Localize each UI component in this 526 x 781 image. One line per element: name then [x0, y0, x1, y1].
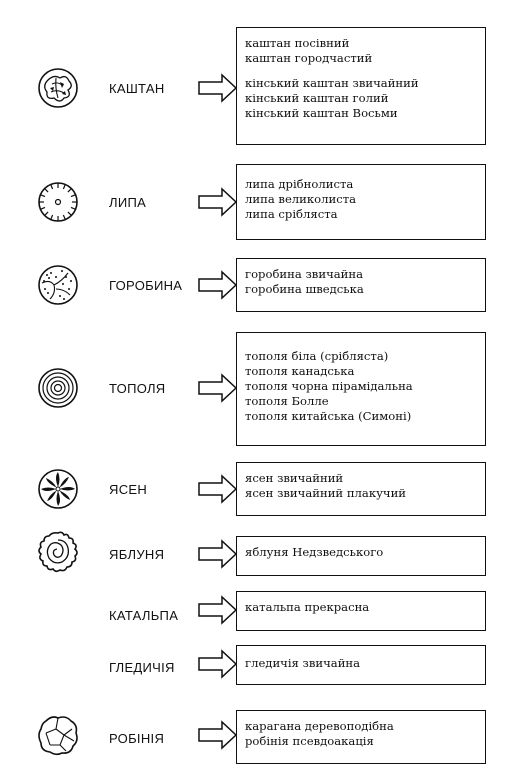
chestnut-crown-icon [36, 66, 80, 110]
ash-crown-icon [36, 467, 80, 511]
rowan-crown-icon [36, 263, 80, 307]
arrow-icon [198, 73, 238, 103]
species-item: робінія псевдоакація [245, 734, 374, 748]
species-item: каштан посівний [245, 36, 350, 50]
species-box: тополя біла (срібляста) тополя канадська… [236, 332, 486, 446]
species-item: кінський каштан звичайний [245, 76, 419, 90]
genus-label: КАШТАН [109, 81, 165, 96]
robinia-crown-icon [36, 713, 80, 757]
species-box: карагана деревоподібна робінія псевдоака… [236, 710, 486, 764]
species-box: горобина звичайна горобина шведська [236, 258, 486, 312]
arrow-icon [198, 595, 238, 625]
genus-label: ЛИПА [109, 195, 147, 210]
genus-label: ЯСЕН [109, 482, 148, 497]
species-item: ясен звичайний [245, 471, 344, 485]
species-item: кінський каштан голий [245, 91, 389, 105]
species-item: тополя чорна пірамідальна [245, 379, 413, 393]
species-box: яблуня Недзведського [236, 536, 486, 576]
arrow-icon [198, 270, 238, 300]
species-item: кінський каштан Восьми [245, 106, 398, 120]
species-item: ясен звичайний плакучий [245, 486, 407, 500]
species-item: липа дрібнолиста [245, 177, 354, 191]
species-item: карагана деревоподібна [245, 719, 394, 733]
apple-crown-icon [36, 530, 80, 574]
poplar-crown-icon [36, 366, 80, 410]
genus-label: КАТАЛЬПА [109, 608, 179, 623]
linden-crown-icon [36, 180, 80, 224]
genus-label: РОБІНІЯ [109, 731, 165, 746]
species-item: гледичія звичайна [245, 656, 361, 670]
arrow-icon [198, 187, 238, 217]
species-item: катальпа прекрасна [245, 600, 370, 614]
species-box: липа дрібнолиста липа великолиста липа с… [236, 164, 486, 240]
species-item: тополя Болле [245, 394, 329, 408]
species-box: каштан посівний каштан городчастий кінсь… [236, 27, 486, 145]
genus-label: ГЛЕДИЧІЯ [109, 660, 175, 675]
species-item: тополя канадська [245, 364, 355, 378]
species-item: яблуня Недзведського [245, 545, 384, 559]
species-item: тополя китайська (Симоні) [245, 409, 412, 423]
species-box: гледичія звичайна [236, 645, 486, 685]
species-box: ясен звичайний ясен звичайний плакучий [236, 462, 486, 516]
species-item: горобина звичайна [245, 267, 364, 281]
arrow-icon [198, 649, 238, 679]
arrow-icon [198, 373, 238, 403]
species-item: липа великолиста [245, 192, 357, 206]
genus-label: ГОРОБИНА [109, 278, 183, 293]
arrow-icon [198, 474, 238, 504]
species-box: катальпа прекрасна [236, 591, 486, 631]
species-item: липа срібляста [245, 207, 338, 221]
arrow-icon [198, 539, 238, 569]
arrow-icon [198, 720, 238, 750]
species-item: тополя біла (срібляста) [245, 349, 389, 363]
species-item: горобина шведська [245, 282, 364, 296]
genus-label: ЯБЛУНЯ [109, 547, 165, 562]
species-item: каштан городчастий [245, 51, 373, 65]
genus-label: ТОПОЛЯ [109, 381, 166, 396]
